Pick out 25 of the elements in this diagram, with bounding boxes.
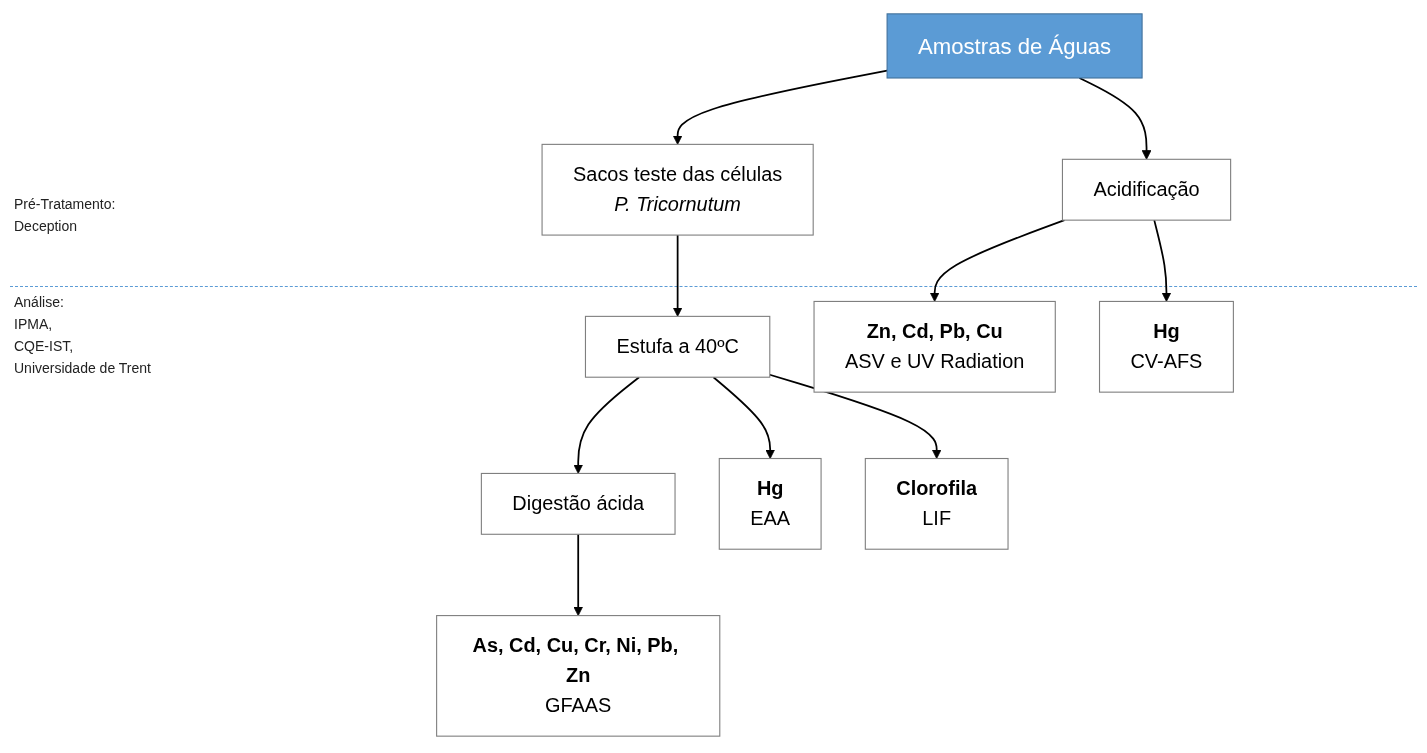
note-text: Universidade de Trent <box>14 360 152 376</box>
arrow <box>573 376 640 474</box>
node-box: Hg CV-AFS <box>1098 300 1234 393</box>
arrow <box>672 234 683 317</box>
note-text: IPMA, <box>14 316 54 332</box>
note-text: Deception <box>14 218 79 234</box>
node-box: Hg EAA <box>718 457 822 550</box>
arrow <box>573 533 584 617</box>
node-box: Estufa a 40ºC <box>584 315 771 378</box>
node-box: Digestão ácida <box>480 472 676 535</box>
node-box: Clorofila LIF <box>864 457 1009 550</box>
note-text: CQE-IST, <box>14 338 75 354</box>
arrow <box>768 373 942 459</box>
note-text: Análise: <box>14 294 65 310</box>
node-box: Zn, Cd, Pb, Cu ASV e UV Radiation <box>813 300 1056 393</box>
arrow <box>1153 219 1172 302</box>
node-box: As, Cd, Cu, Cr, Ni, Pb, Zn GFAAS <box>436 615 721 737</box>
arrow <box>1078 77 1152 160</box>
arrow <box>929 219 1066 302</box>
note-text: Pré-Tratamento: <box>14 196 117 212</box>
node-box: Acidificação <box>1061 158 1232 221</box>
node-box: Amostras de Águas <box>886 13 1143 79</box>
arrow <box>712 376 776 459</box>
node-box: Sacos teste das células P. Tricornutum <box>541 143 814 236</box>
arrow <box>672 69 888 145</box>
